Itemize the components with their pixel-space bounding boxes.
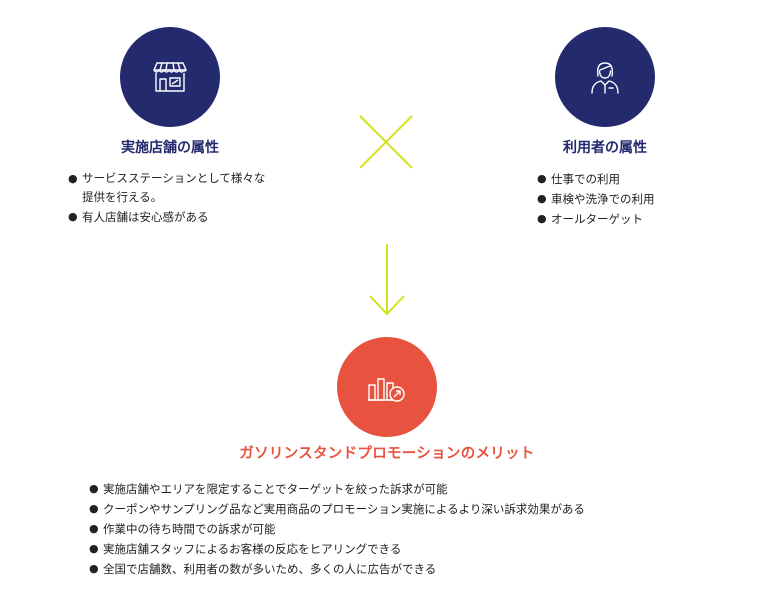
list-item: 実施店舗やエリアを限定することでターゲットを絞った訴求が可能 [89, 479, 585, 499]
list-item: 車検や洗浄での利用 [537, 189, 655, 209]
store-icon [153, 62, 187, 92]
store-attributes-list: サービスステーションとして様々な 提供を行える。 有人店舗は安心感がある [68, 169, 265, 227]
promotion-circle [337, 337, 437, 437]
list-item: 仕事での利用 [537, 169, 655, 189]
down-arrow-icon [369, 244, 405, 316]
list-item: サービスステーションとして様々な 提供を行える。 [68, 169, 265, 207]
store-attributes-title: 実施店舗の属性 [121, 140, 219, 156]
list-item: オールターゲット [537, 209, 655, 229]
list-item: 作業中の待ち時間での訴求が可能 [89, 519, 585, 539]
promotion-merits-list: 実施店舗やエリアを限定することでターゲットを絞った訴求が可能 クーポンやサンプリ… [89, 479, 585, 579]
user-attributes-title: 利用者の属性 [563, 140, 647, 156]
list-item: クーポンやサンプリング品など実用商品のプロモーション実施によるより深い訴求効果が… [89, 499, 585, 519]
store-circle [120, 27, 220, 127]
user-attributes-list: 仕事での利用 車検や洗浄での利用 オールターゲット [537, 169, 655, 229]
cross-mark [359, 115, 413, 169]
list-item: 実施店舗スタッフによるお客様の反応をヒアリングできる [89, 539, 585, 559]
list-item: 全国で店舗数、利用者の数が多いため、多くの人に広告ができる [89, 559, 585, 579]
list-item-line: 提供を行える。 [82, 190, 163, 204]
list-item: 有人店舗は安心感がある [68, 207, 265, 227]
list-item-line: サービスステーションとして様々な [82, 171, 266, 185]
promotion-merits-title: ガソリンスタンドプロモーションのメリット [239, 446, 535, 462]
user-circle [555, 27, 655, 127]
chart-arrow-icon [368, 378, 405, 402]
user-icon [591, 62, 619, 94]
